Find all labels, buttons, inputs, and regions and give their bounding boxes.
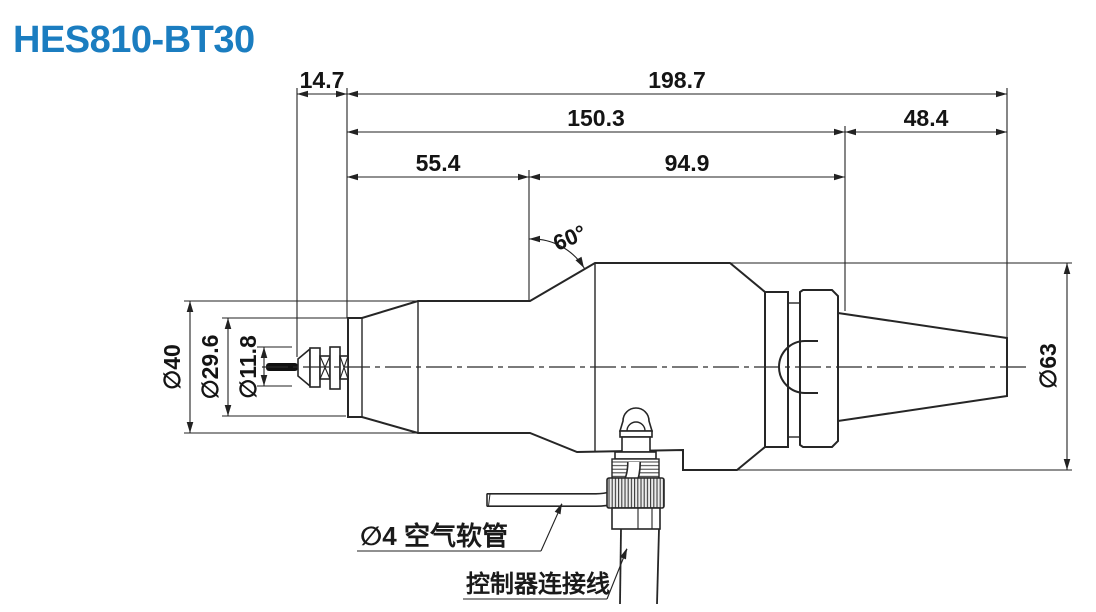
connector-nut-and-cable [606,477,665,605]
dim-total-length: 198.7 [648,67,706,93]
label-controller-cable: 控制器连接线 [466,570,610,598]
knurled-nut [606,477,665,509]
callout-leaders [357,503,628,600]
dimension-labels: 14.7 198.7 150.3 48.4 55.4 94.9 60° ∅40 … [159,67,1061,399]
connector-cap-dome [618,407,654,432]
dim-mid-length: 94.9 [665,150,710,176]
connector-fitting [611,407,660,479]
dim-taper-length: 48.4 [904,105,949,131]
dim-dia-motor-body: ∅40 [159,344,185,390]
dim-tool-protrusion: 14.7 [300,67,345,93]
label-air-hose: ∅4 空气软管 [360,521,508,551]
dimension-lines [189,93,1068,470]
dim-dia-front-cap: ∅29.6 [197,335,223,400]
dimension-arrows [186,90,1071,470]
hex-section [611,507,661,530]
extension-lines [184,88,1072,471]
dim-nose-angle: 60° [549,220,589,256]
dim-body-length: 150.3 [567,105,625,131]
collet-chuck-assembly [266,346,349,390]
dim-front-length: 55.4 [416,150,461,176]
dim-dia-collet-nose: ∅11.8 [235,335,261,399]
page-title: HES810-BT30 [13,19,255,61]
bt30-flange-and-taper [764,289,1008,448]
dim-dia-flange: ∅63 [1035,343,1061,389]
